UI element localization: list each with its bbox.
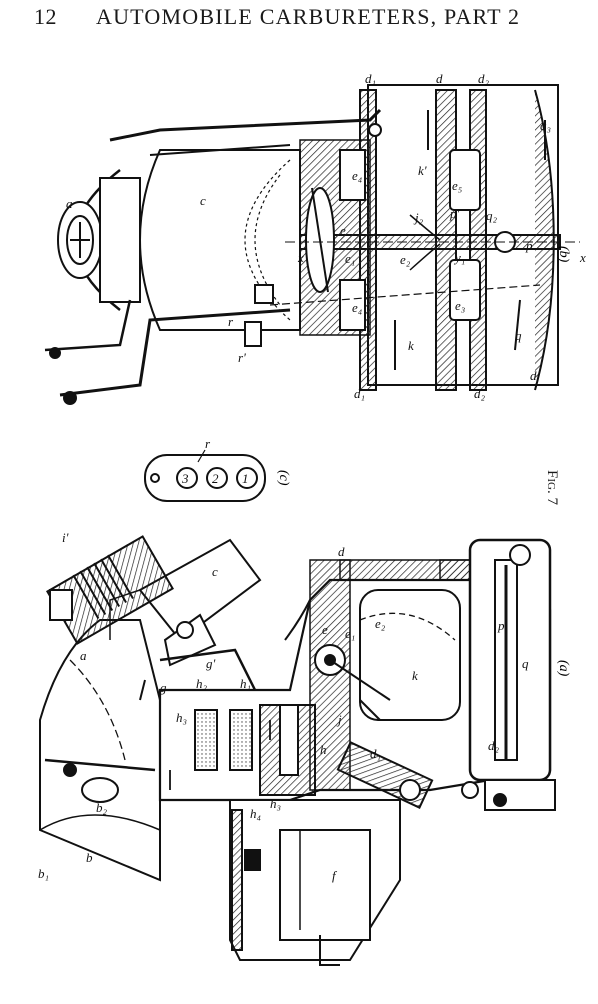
svg-text:e₂: e₂ bbox=[400, 252, 411, 267]
svg-text:h: h bbox=[320, 742, 327, 757]
plate-number-1: 1 bbox=[242, 471, 249, 486]
svg-text:x: x bbox=[579, 250, 586, 265]
svg-text:d: d bbox=[530, 368, 537, 383]
svg-text:h₃: h₃ bbox=[270, 796, 281, 811]
running-title: AUTOMOBILE CARBURETERS, PART 2 bbox=[96, 4, 521, 29]
panel-label-a: (a) bbox=[556, 660, 571, 677]
panel-label-c: (c) bbox=[276, 470, 291, 486]
svg-text:r': r' bbox=[238, 350, 246, 365]
svg-text:q₂: q₂ bbox=[486, 208, 498, 223]
svg-text:d₁: d₁ bbox=[370, 746, 381, 761]
plate-number-3: 3 bbox=[181, 471, 189, 486]
svg-text:a: a bbox=[80, 648, 87, 663]
svg-text:q₃: q₃ bbox=[540, 118, 551, 133]
svg-text:a: a bbox=[66, 196, 73, 211]
plate-label: r bbox=[205, 436, 211, 451]
svg-text:j₂: j₂ bbox=[413, 210, 424, 225]
svg-text:g: g bbox=[160, 680, 167, 695]
svg-text:h₂: h₂ bbox=[196, 676, 208, 691]
svg-text:p': p' bbox=[449, 206, 460, 221]
svg-text:d₁: d₁ bbox=[365, 71, 376, 86]
svg-text:b₂: b₂ bbox=[96, 800, 108, 815]
svg-text:c: c bbox=[200, 193, 206, 208]
svg-text:b₁: b₁ bbox=[38, 866, 49, 881]
svg-text:b: b bbox=[86, 850, 93, 865]
plate-number-2: 2 bbox=[212, 471, 219, 486]
svg-text:q: q bbox=[522, 656, 529, 671]
svg-text:d₂: d₂ bbox=[474, 386, 486, 401]
figure-caption: Fig. 7 bbox=[544, 470, 560, 505]
svg-text:h₄: h₄ bbox=[250, 806, 262, 821]
svg-text:d: d bbox=[436, 71, 443, 86]
panel-label-b: (b) bbox=[556, 246, 571, 263]
svg-text:e₃: e₃ bbox=[455, 298, 465, 313]
svg-text:e: e bbox=[322, 622, 328, 637]
section-a-labels: i' d c a e e₁ e₂ g g' h₁ h₂ h₃ h₃ h₄ h d… bbox=[38, 530, 529, 883]
svg-text:c: c bbox=[212, 564, 218, 579]
svg-text:e₂: e₂ bbox=[375, 616, 386, 631]
adjusting-plate-c bbox=[144, 449, 266, 502]
svg-text:e: e bbox=[340, 223, 346, 238]
svg-text:d: d bbox=[338, 544, 345, 559]
carburetor-figure: d₁ d d₂ q₃ k' e₅ e₄ e₄ e₃ k q c a e e₁ e… bbox=[38, 71, 586, 966]
svg-text:e₅: e₅ bbox=[452, 178, 462, 193]
svg-text:r: r bbox=[228, 314, 234, 329]
svg-text:j: j bbox=[336, 712, 342, 727]
svg-text:e₁: e₁ bbox=[345, 626, 355, 641]
svg-text:d₂: d₂ bbox=[488, 738, 500, 753]
section-b-labels: d₁ d d₂ q₃ k' e₅ e₄ e₄ e₃ k q c a e e₁ e… bbox=[66, 71, 586, 401]
svg-text:y₁: y₁ bbox=[453, 250, 465, 265]
svg-text:p: p bbox=[497, 618, 505, 633]
page-number: 12 bbox=[34, 4, 57, 29]
page-header: 12 AUTOMOBILE CARBURETERS, PART 2 bbox=[0, 0, 598, 34]
svg-text:k: k bbox=[412, 668, 418, 683]
section-b-drawing bbox=[44, 84, 580, 405]
svg-text:q: q bbox=[515, 328, 522, 343]
svg-text:k: k bbox=[408, 338, 414, 353]
svg-text:f: f bbox=[332, 868, 338, 883]
svg-text:h₁: h₁ bbox=[240, 676, 251, 691]
svg-text:d₂: d₂ bbox=[478, 71, 490, 86]
svg-text:d₁: d₁ bbox=[354, 386, 365, 401]
svg-text:g': g' bbox=[206, 656, 216, 671]
svg-text:h₃: h₃ bbox=[176, 710, 187, 725]
svg-text:i': i' bbox=[62, 530, 69, 545]
svg-text:e₁: e₁ bbox=[345, 251, 355, 266]
svg-text:e₄: e₄ bbox=[352, 300, 363, 315]
svg-text:k': k' bbox=[418, 163, 427, 178]
svg-text:p: p bbox=[525, 238, 533, 253]
svg-text:x: x bbox=[297, 250, 304, 265]
section-a-drawing bbox=[39, 535, 556, 966]
svg-text:e₄: e₄ bbox=[352, 168, 363, 183]
